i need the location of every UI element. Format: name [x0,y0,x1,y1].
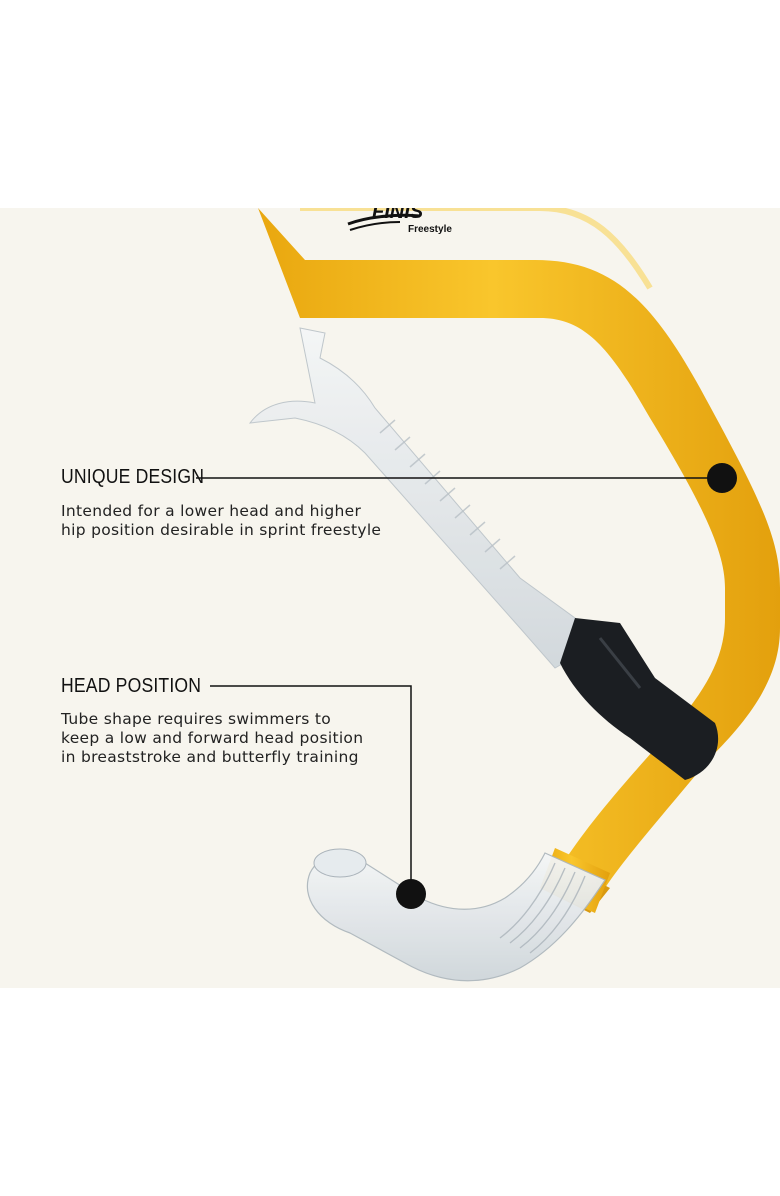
head-position-description: Tube shape requires swimmers to keep a l… [61,710,363,767]
model-text: Freestyle [408,224,452,235]
product-image-panel: FINIS Freestyle [0,208,780,988]
unique-design-callout-dot [707,463,737,493]
unique-design-heading: UNIQUE DESIGN [61,466,205,488]
description-line: keep a low and forward head position [61,729,364,747]
snorkel-illustration: FINIS Freestyle [196,208,780,982]
head-strap [248,327,591,669]
description-line: Tube shape requires swimmers to [61,710,332,728]
head-position-callout-line [210,685,412,894]
description-line: hip position desirable in sprint freesty… [61,521,382,539]
description-line: Intended for a lower head and higher [61,502,362,520]
strap-clip [560,618,719,780]
snorkel-tube [258,208,780,888]
description-line: in breaststroke and butterfly training [61,748,359,766]
logo-text: FINIS [372,208,424,223]
finis-logo: FINIS Freestyle [347,208,452,235]
head-position-callout-dot [396,879,426,909]
unique-design-description: Intended for a lower head and higher hip… [61,502,381,540]
head-position-heading: HEAD POSITION [61,675,202,697]
mouthpiece [306,852,606,982]
